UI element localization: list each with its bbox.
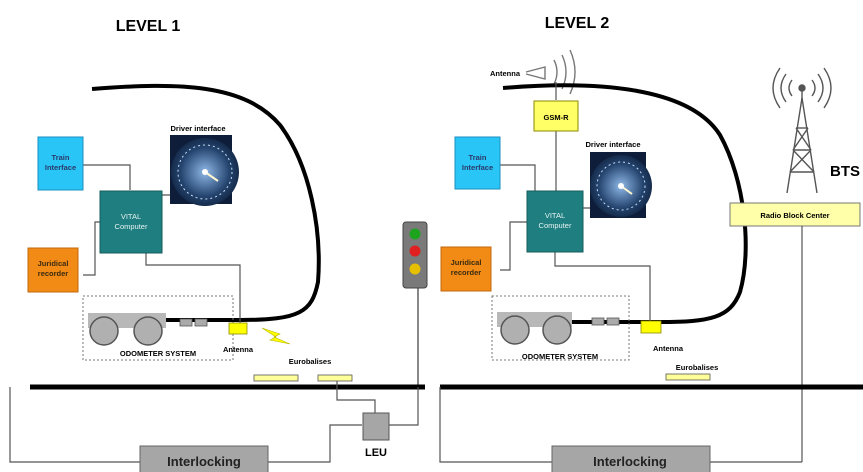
level1-eurobalise-2 (317, 374, 353, 382)
level1-signal (402, 221, 428, 387)
train-body-outline (91, 83, 321, 322)
signal-red-light (409, 245, 421, 257)
level1-odometer-label: ODOMETER SYSTEM (120, 349, 196, 358)
level2-juridical-recorder-box: Juridical recorder (440, 246, 492, 292)
level2-eurobalises-label: Eurobalises (676, 363, 719, 372)
level1-antenna-box (228, 322, 248, 335)
bts-tower-icon (772, 67, 832, 194)
level2-juridical-recorder-label-1: Juridical (451, 258, 482, 267)
level2-antenna-label: Antenna (653, 344, 684, 353)
level1-train-interface-box: Train Interface (37, 136, 84, 191)
level2-driver-interface-label: Driver interface (585, 140, 640, 149)
gsmr-label: GSM-R (544, 113, 570, 122)
level1-interlocking-label: Interlocking (167, 454, 241, 469)
level2-speedometer-image (590, 152, 652, 218)
level1-antenna-label: Antenna (223, 345, 254, 354)
level2-top-antenna-label: Antenna (490, 69, 521, 78)
level1-interlocking-box (139, 445, 269, 472)
level1-juridical-recorder-label-2: recorder (38, 269, 69, 278)
level2-antenna-box (640, 320, 662, 334)
level2-vital-computer-label-1: VITAL (545, 211, 565, 220)
level2-vital-computer-box: VITAL Computer (526, 190, 584, 253)
level2-train-interface-label-2: Interface (462, 163, 493, 172)
level2-interlocking-box (551, 445, 711, 472)
level1-juridical-recorder-label-1: Juridical (38, 259, 69, 268)
level1-vital-computer-label-1: VITAL (121, 212, 141, 221)
level1-juridical-recorder-box: Juridical recorder (27, 247, 79, 293)
level1-driver-interface-label: Driver interface (170, 124, 225, 133)
level2-train-interface-box: Train Interface (454, 136, 501, 190)
leu-label: LEU (365, 447, 387, 459)
level1-eurobalise-1 (253, 374, 299, 382)
radio-block-center-box: Radio Block Center (729, 202, 861, 227)
level1-odometer-system: ODOMETER SYSTEM (82, 295, 234, 361)
level1-train-interface-label-2: Interface (45, 163, 76, 172)
leu-box (362, 412, 390, 441)
level2-interlocking-label: Interlocking (593, 454, 667, 469)
level2-title: LEVEL 2 (545, 15, 610, 32)
level2-ground-wiring (439, 387, 802, 463)
level1-ground-wiring (9, 381, 419, 463)
level2-train-body-outline (502, 83, 748, 324)
level1-title: LEVEL 1 (116, 18, 181, 35)
level2-train-interface-label-1: Train (469, 153, 487, 162)
level1-transmission-bolt-icon (261, 327, 291, 345)
radio-block-center-label: Radio Block Center (760, 211, 829, 220)
level1-vital-computer-box: VITAL Computer (99, 190, 163, 254)
signal-yellow-light (409, 263, 421, 275)
level1-speedometer-image (170, 135, 239, 206)
bts-label: BTS (830, 163, 860, 180)
gsmr-box: GSM-R (533, 100, 579, 132)
level2-juridical-recorder-label-2: recorder (451, 268, 482, 277)
level2-odometer-label: ODOMETER SYSTEM (522, 352, 598, 361)
signal-green-light (409, 228, 421, 240)
level1-train-interface-label-1: Train (52, 153, 70, 162)
level2-vital-computer-label-2: Computer (539, 221, 572, 230)
level2-eurobalise (665, 373, 711, 381)
level2-odometer-system: ODOMETER SYSTEM (491, 295, 630, 361)
level1-eurobalises-label: Eurobalises (289, 357, 332, 366)
level1-vital-computer-label-2: Computer (115, 222, 148, 231)
